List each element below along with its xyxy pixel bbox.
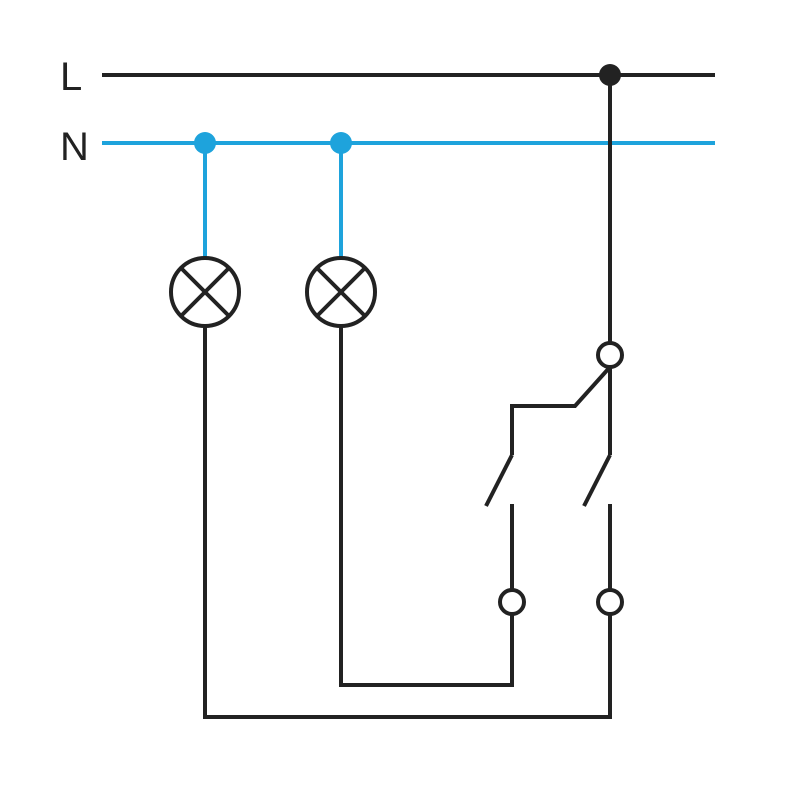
switch-common-terminal xyxy=(596,341,624,369)
lamp-1-return-wire xyxy=(203,326,612,719)
lamp-1-cross-b xyxy=(179,266,231,318)
neutral-junction-1 xyxy=(194,132,216,154)
lamp-2 xyxy=(305,256,377,328)
switch-common-link xyxy=(510,365,612,455)
neutral-label: N xyxy=(60,125,89,169)
switch-right-output-terminal xyxy=(596,588,624,616)
lamp-2-cross-b xyxy=(315,266,367,318)
double-switch xyxy=(484,341,624,616)
neutral-junction-2 xyxy=(330,132,352,154)
line-junction xyxy=(599,64,621,86)
switch-right-blade xyxy=(582,454,612,507)
lamp-1 xyxy=(169,256,241,328)
switch-left-blade xyxy=(484,454,514,507)
line-label: L xyxy=(60,55,82,99)
switch-left-output-terminal xyxy=(498,588,526,616)
lamp-2-return-wire xyxy=(339,326,514,687)
